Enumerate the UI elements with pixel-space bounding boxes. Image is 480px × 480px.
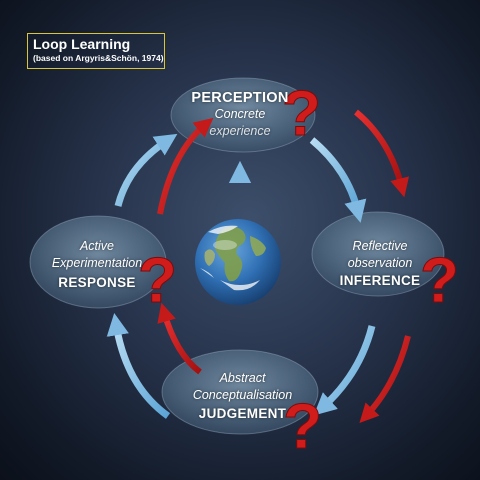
red-arrow-response-to-perception <box>157 117 214 215</box>
node-response-label: Active Experimentation RESPONSE <box>42 238 152 290</box>
perception-line1: Concrete <box>214 107 266 121</box>
blue-arrow-judgement-to-response <box>106 312 171 419</box>
diagram-title: Loop Learning <box>33 36 131 52</box>
node-response-ellipse <box>29 215 167 309</box>
red-arrow-bottom-right <box>359 335 411 424</box>
perception-heading: PERCEPTION <box>191 90 289 106</box>
question-mark-icon: ? <box>283 390 323 463</box>
question-mark-icon: ? <box>420 244 460 317</box>
question-mark-icon: ? <box>282 77 322 150</box>
svg-text:?: ? <box>283 390 322 462</box>
inference-heading: INFERENCE <box>339 273 421 288</box>
perception-line2: experience <box>209 124 271 138</box>
title-box: Loop Learning (based on Argyris&Schön, 1… <box>27 33 165 69</box>
node-perception-label: PERCEPTION Concrete experience <box>175 90 305 140</box>
node-inference-label: Reflective observation INFERENCE <box>320 238 440 288</box>
diagram-subtitle: (based on Argyris&Schön, 1974) <box>33 53 164 63</box>
response-heading: RESPONSE <box>58 275 136 290</box>
blue-arrow-perception-to-inference <box>309 137 367 223</box>
blue-arrow-inference-to-judgement <box>313 325 376 416</box>
node-judgement-ellipse <box>161 349 319 435</box>
question-mark-icon: ? <box>138 244 178 317</box>
judgement-line1: Abstract <box>219 371 266 385</box>
globe-icon <box>195 219 281 305</box>
node-judgement-label: Abstract Conceptualisation JUDGEMENT <box>180 370 305 421</box>
response-line2: Experimentation <box>51 256 143 270</box>
judgement-heading: JUDGEMENT <box>198 406 287 421</box>
response-line1: Active <box>79 239 115 253</box>
red-arrow-top-right <box>354 109 409 198</box>
inference-line1: Reflective <box>352 239 408 253</box>
svg-text:?: ? <box>420 244 459 316</box>
blue-arrow-response-to-perception <box>114 133 178 207</box>
inference-line2: observation <box>347 256 413 270</box>
judgement-line2: Conceptualisation <box>192 388 293 402</box>
svg-text:?: ? <box>282 77 321 149</box>
red-arrow-judgement-to-response <box>157 302 202 375</box>
svg-text:?: ? <box>138 244 177 316</box>
node-inference-ellipse <box>311 211 445 297</box>
